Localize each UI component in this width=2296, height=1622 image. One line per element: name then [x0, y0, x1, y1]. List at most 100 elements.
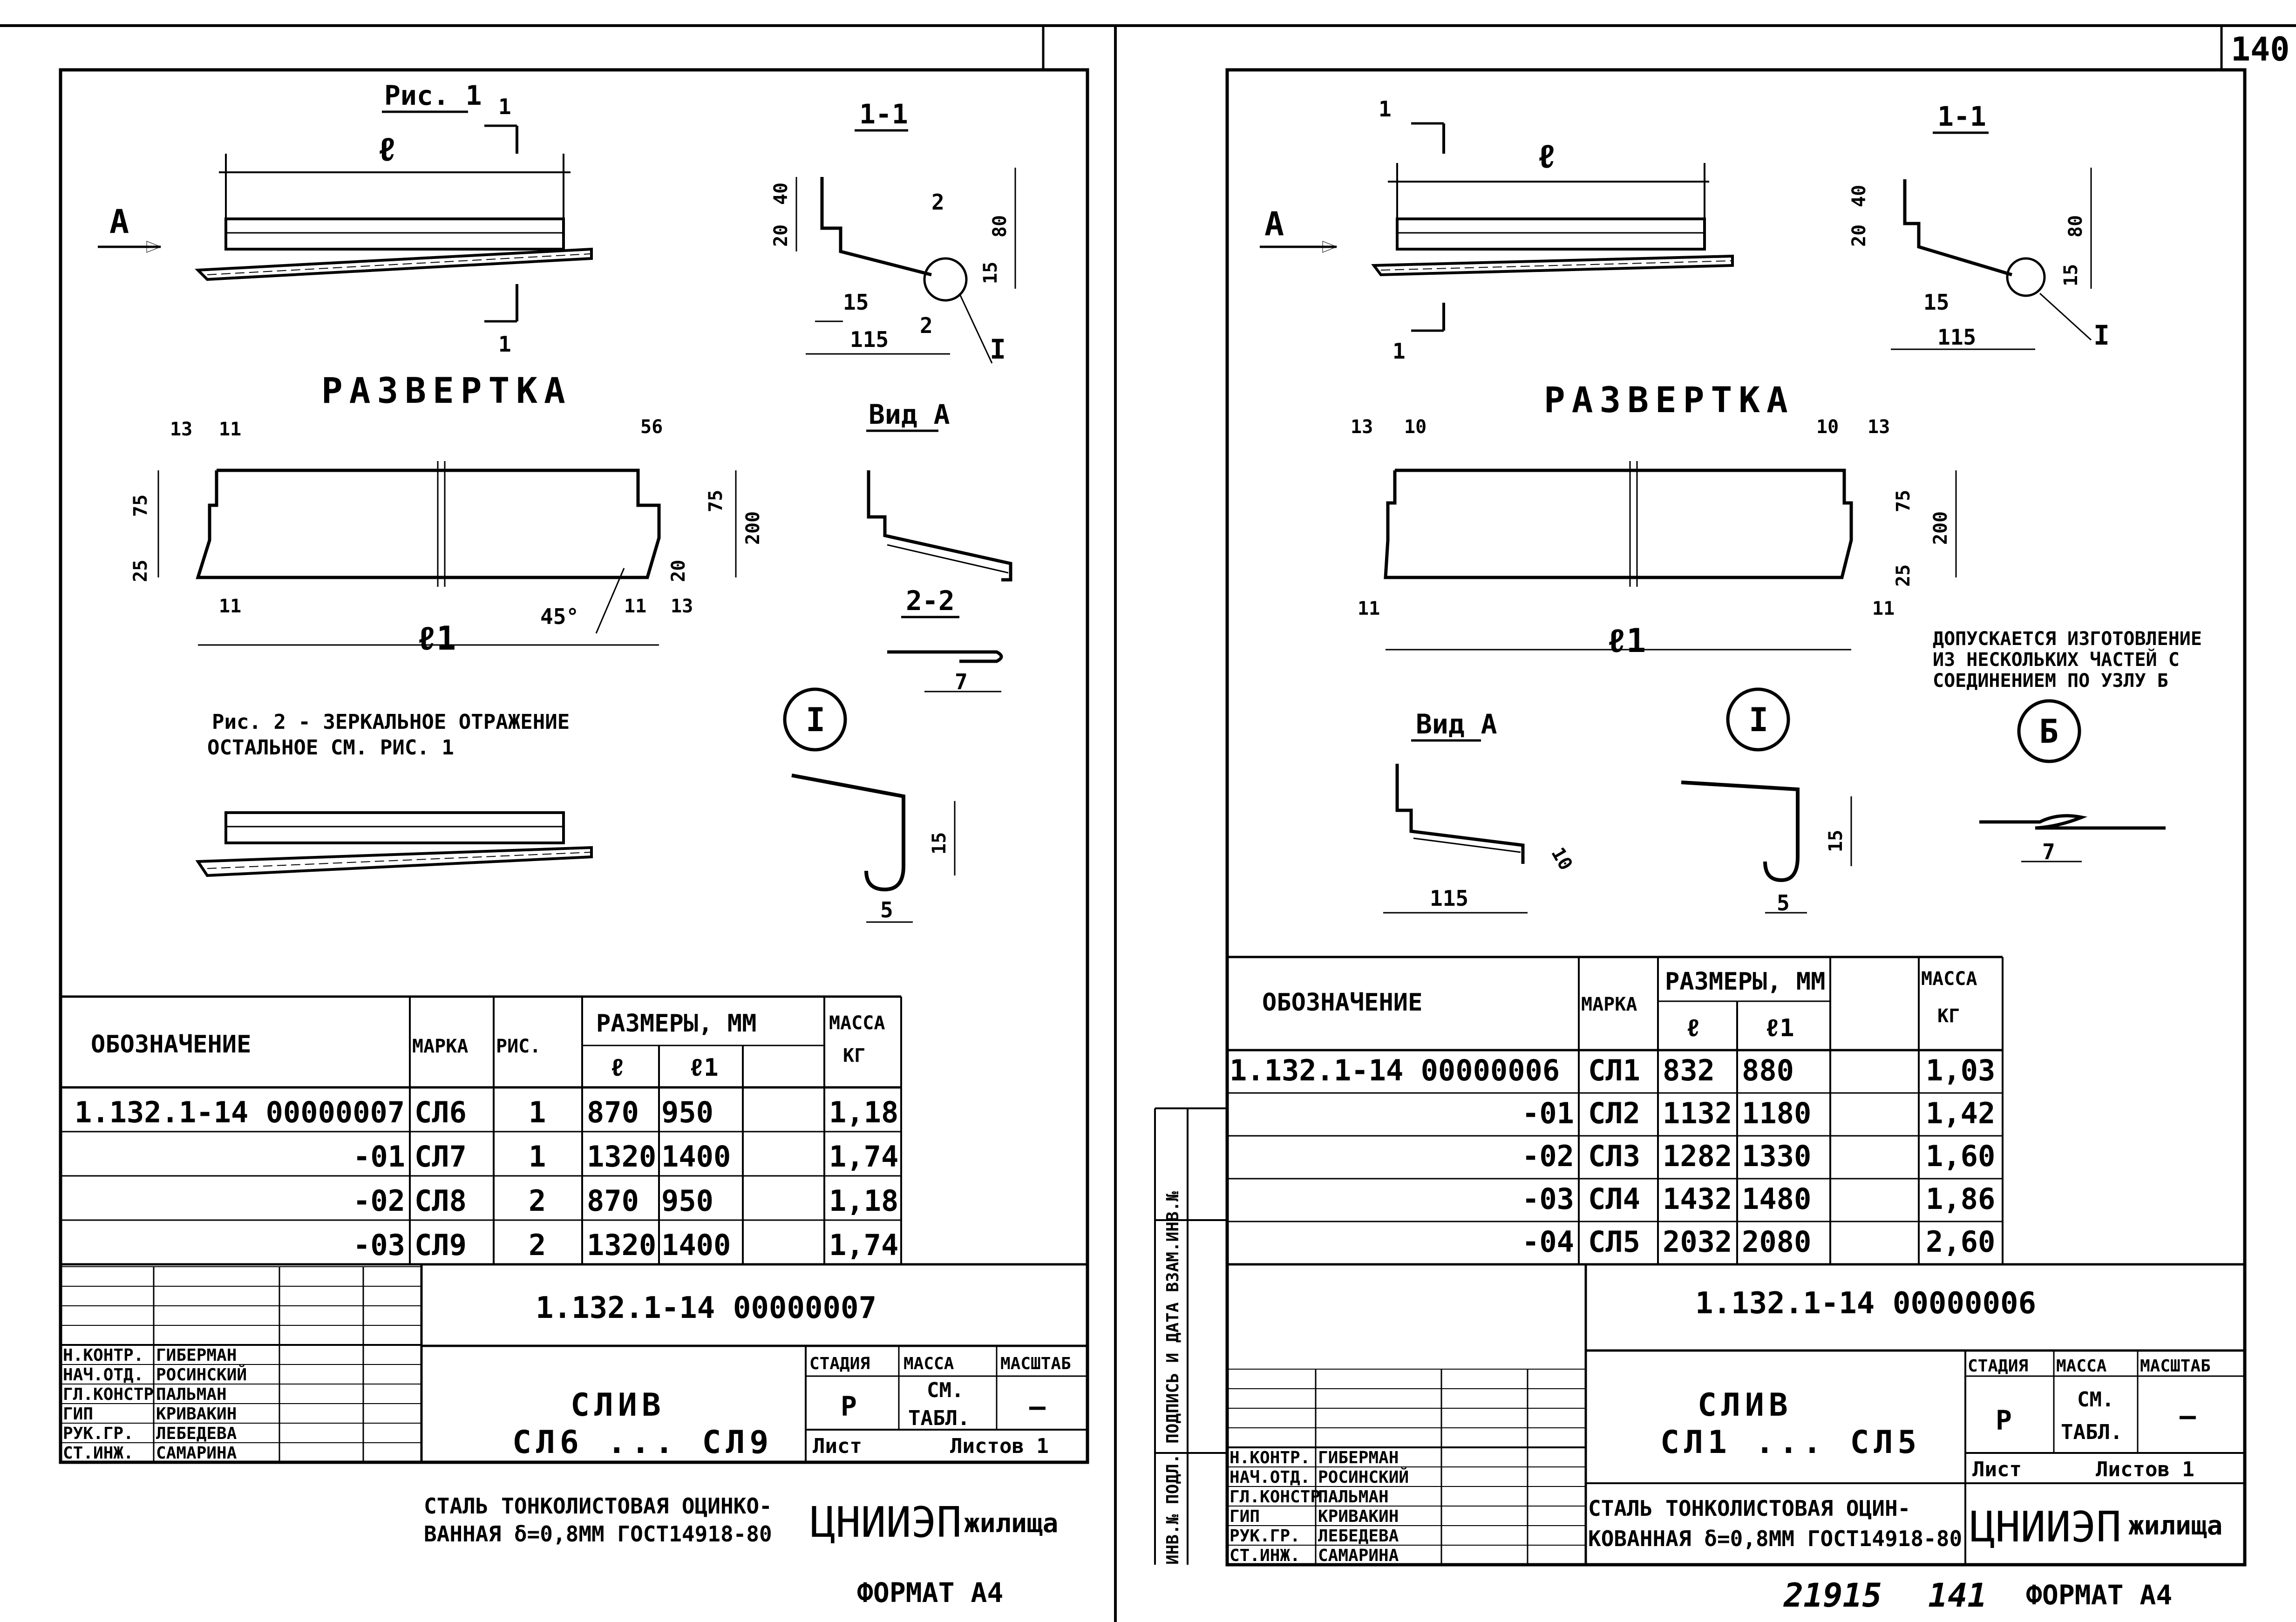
dim-11r-bot-right: 11 — [1872, 598, 1895, 619]
unfold-len-l1-left: ℓ1 — [417, 619, 456, 658]
row-l1-right: 1330 — [1742, 1139, 1811, 1173]
row-massa-right: 1,60 — [1926, 1139, 1995, 1173]
unfold-title-left: РАЗВЕРТКА — [321, 370, 572, 411]
staff-name: ПАЛЬМАН — [156, 1385, 227, 1404]
row-marka-right: СЛ5 — [1588, 1225, 1640, 1259]
tb-massa-left: МАССА — [903, 1354, 954, 1373]
cut2-bottom: 2 — [920, 313, 933, 338]
row-oboz-left: -02 — [353, 1184, 405, 1218]
row-l1-left: 1400 — [661, 1228, 731, 1262]
th-razmery-right: РАЗМЕРЫ, ММ — [1665, 968, 1825, 996]
right-frame — [1225, 68, 2247, 1567]
view-a-title-right: Вид А — [1416, 708, 1497, 740]
tb-massa-val1-left: СМ. — [927, 1378, 964, 1402]
row-marka-right: СЛ4 — [1588, 1182, 1640, 1216]
cut2-top: 2 — [931, 190, 944, 215]
row-massa-left: 1,74 — [829, 1228, 898, 1262]
row-l-right: 832 — [1663, 1053, 1715, 1087]
dim-13-top-right: 13 — [1351, 416, 1373, 438]
cut-mark-top-right: 1 — [1379, 96, 1392, 122]
row-massa-right: 2,60 — [1926, 1225, 1995, 1259]
dim-11r-bot-left: 11 — [624, 596, 646, 617]
row-massa-right: 1,03 — [1926, 1053, 1995, 1087]
view-a-arrow-label: А — [109, 203, 129, 241]
dim-200-right: 200 — [1930, 511, 1951, 545]
dim-15-node-left: 15 — [929, 832, 950, 855]
right-sheet: 1 ℓ А 1 1-1 40 20 80 15 15 115 I РАЗВЕРТ… — [1154, 68, 2247, 1615]
th-kg-left: КГ — [843, 1045, 865, 1066]
row-oboz-right: -01 — [1522, 1096, 1574, 1130]
row-oboz-right: 1.132.1-14 00000006 — [1230, 1053, 1560, 1087]
note-line-2: ИЗ НЕСКОЛЬКИХ ЧАСТЕЙ С — [1933, 648, 2180, 671]
staff-role: ГЛ.КОНСТР. — [63, 1385, 164, 1404]
row-l1-right: 1480 — [1742, 1182, 1811, 1216]
dim-5-right: 5 — [1777, 890, 1790, 916]
staff-name: ГИБЕРМАН — [1318, 1448, 1399, 1467]
staff-right: Н.КОНТР.ГИБЕРМАННАЧ.ОТД.РОСИНСКИЙГЛ.КОНС… — [1226, 1369, 1587, 1565]
section-1-1-right: 1-1 — [1937, 101, 1986, 132]
staff-name: ГИБЕРМАН — [156, 1346, 237, 1365]
dim-200-left: 200 — [742, 511, 764, 545]
tb-mat1-left: СТАЛЬ ТОНКОЛИСТОВАЯ ОЦИНКО- — [424, 1493, 772, 1519]
cut-mark-top: 1 — [498, 94, 511, 119]
row-marka-left: СЛ7 — [414, 1140, 467, 1174]
row-ris-left: 2 — [529, 1228, 546, 1262]
tb-org1-left: ЦНИИЭП — [810, 1498, 962, 1547]
row-l-left: 870 — [587, 1184, 639, 1218]
row-oboz-left: -01 — [353, 1140, 405, 1174]
tb-masshtab-val-right: — — [2180, 1400, 2196, 1432]
tb-stadia-left: СТАДИЯ — [809, 1354, 870, 1373]
row-marka-right: СЛ2 — [1588, 1096, 1640, 1130]
th-oboz-left: ОБОЗНАЧЕНИЕ — [91, 1031, 251, 1059]
staff-role: ГИП — [63, 1405, 93, 1424]
tb-massa-val2-right: ТАБЛ. — [2061, 1420, 2122, 1444]
dim-25-left: 25 — [130, 560, 151, 582]
note-line-1: ДОПУСКАЕТСЯ ИЗГОТОВЛЕНИЕ — [1933, 628, 2202, 650]
staff-name: САМАРИНА — [156, 1444, 237, 1463]
dim-10-top-right: 10 — [1404, 416, 1427, 438]
row-l1-left: 950 — [661, 1095, 713, 1129]
tb-code-left: 1.132.1-14 00000007 — [536, 1291, 876, 1325]
staff-name: ЛЕБЕДЕВА — [1318, 1527, 1399, 1546]
dim-15b-right: 15 — [1923, 290, 1949, 315]
tb-listov-left: Листов 1 — [950, 1434, 1049, 1458]
dim-56-left: 56 — [640, 416, 663, 438]
tb-massa-right: МАССА — [2056, 1357, 2107, 1376]
staff-role: РУК.ГР. — [1230, 1527, 1300, 1546]
fig1-len-l: ℓ — [377, 130, 397, 169]
staff-name: САМАРИНА — [1318, 1546, 1399, 1565]
tb-code-right: 1.132.1-14 00000006 — [1695, 1286, 2036, 1321]
section-2-2: 2-2 — [906, 585, 955, 617]
row-massa-right: 1,86 — [1926, 1182, 1995, 1216]
tb-masshtab-val-left: — — [1029, 1391, 1046, 1422]
staff-role: РУК.ГР. — [63, 1424, 134, 1443]
page-number-bottom: 141 — [1928, 1576, 1987, 1615]
row-l1-right: 1180 — [1742, 1096, 1811, 1130]
staff-role: ГИП — [1230, 1507, 1260, 1526]
unfold-title-right: РАЗВЕРТКА — [1544, 379, 1794, 421]
row-l1-left: 1400 — [661, 1140, 731, 1174]
row-l-left: 1320 — [587, 1228, 656, 1262]
th-l-left: ℓ — [610, 1054, 625, 1082]
dim-15-left: 15 — [980, 262, 1001, 284]
row-ris-left: 1 — [529, 1095, 546, 1129]
format-label-right: ФОРМАТ А4 — [2026, 1579, 2172, 1611]
staff-name: КРИВАКИН — [156, 1405, 237, 1424]
staff-name: ПАЛЬМАН — [1318, 1487, 1389, 1507]
row-ris-left: 2 — [529, 1184, 546, 1218]
dim-115-view-right: 115 — [1430, 886, 1468, 911]
th-marka-right: МАРКА — [1581, 994, 1637, 1015]
th-l1-left: ℓ1 — [689, 1054, 719, 1082]
row-massa-left: 1,18 — [829, 1184, 898, 1218]
row-massa-right: 1,42 — [1926, 1096, 1995, 1130]
tb-massa-val2-left: ТАБЛ. — [908, 1406, 970, 1430]
staff-name: ЛЕБЕДЕВА — [156, 1424, 237, 1443]
dim-15b-left: 15 — [843, 290, 869, 315]
dim-11-top-left: 11 — [219, 419, 241, 440]
tb-org2-left: жилища — [964, 1508, 1058, 1539]
staff-role: СТ.ИНЖ. — [1230, 1546, 1300, 1565]
row-l1-right: 880 — [1742, 1053, 1794, 1087]
dim-5-left: 5 — [880, 897, 893, 923]
dim-15-right: 15 — [2060, 264, 2082, 286]
